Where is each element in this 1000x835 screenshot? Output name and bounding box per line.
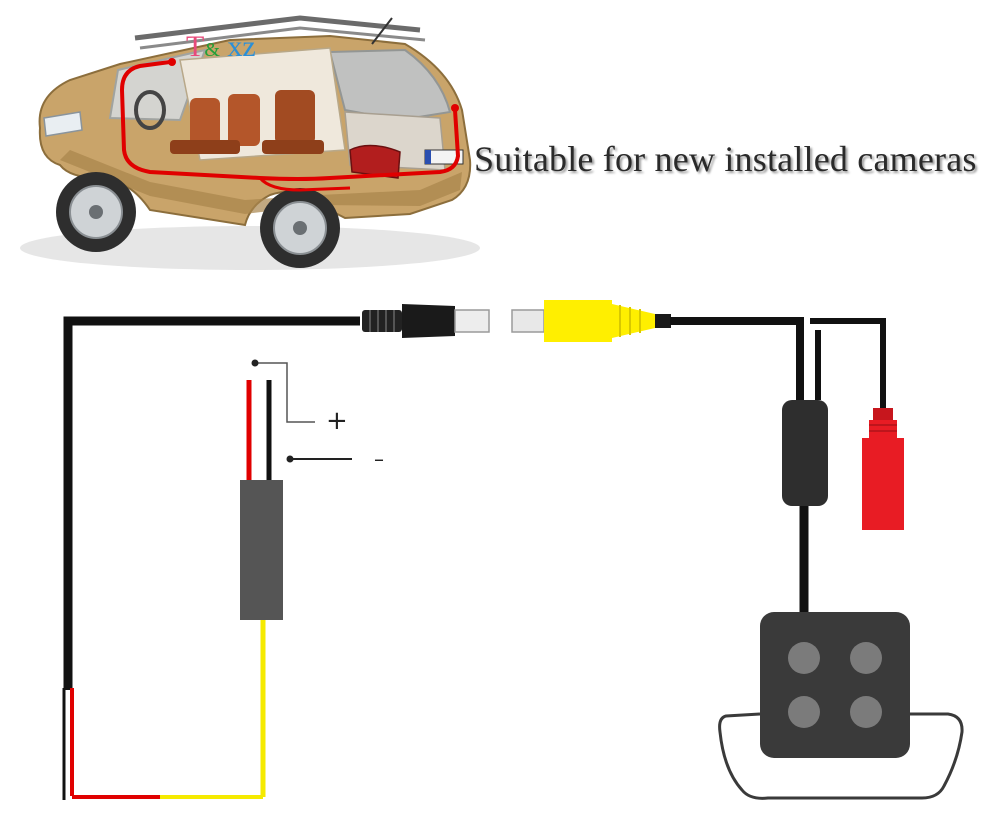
- camera-body: [760, 612, 910, 758]
- camera-inline-box: [782, 400, 828, 506]
- negative-label: –: [374, 447, 384, 471]
- camera-led: [850, 696, 882, 728]
- positive-label: +: [326, 406, 348, 436]
- front-wheel: [56, 172, 136, 252]
- camera-led: [788, 642, 820, 674]
- brand-watermark: T& xz: [186, 30, 256, 70]
- car-cutaway-icon: [20, 15, 480, 270]
- camera-cable: [670, 317, 886, 620]
- camera-led: [850, 642, 882, 674]
- power-lead: [246, 359, 352, 797]
- filter-box-icon: [240, 480, 283, 620]
- camera-led: [788, 696, 820, 728]
- brand-last: xz: [227, 30, 256, 63]
- power-socket-icon: [862, 408, 904, 530]
- headline-text: Suitable for new installed cameras: [474, 139, 977, 179]
- brand-first: T: [186, 30, 205, 63]
- reverse-camera-icon: [718, 612, 964, 800]
- rca-plug-icon: [511, 300, 671, 342]
- rear-wheel: [260, 188, 340, 268]
- dc-plug-icon: [362, 304, 490, 338]
- brand-amp: &: [204, 39, 220, 61]
- video-extension-cable: [62, 316, 360, 800]
